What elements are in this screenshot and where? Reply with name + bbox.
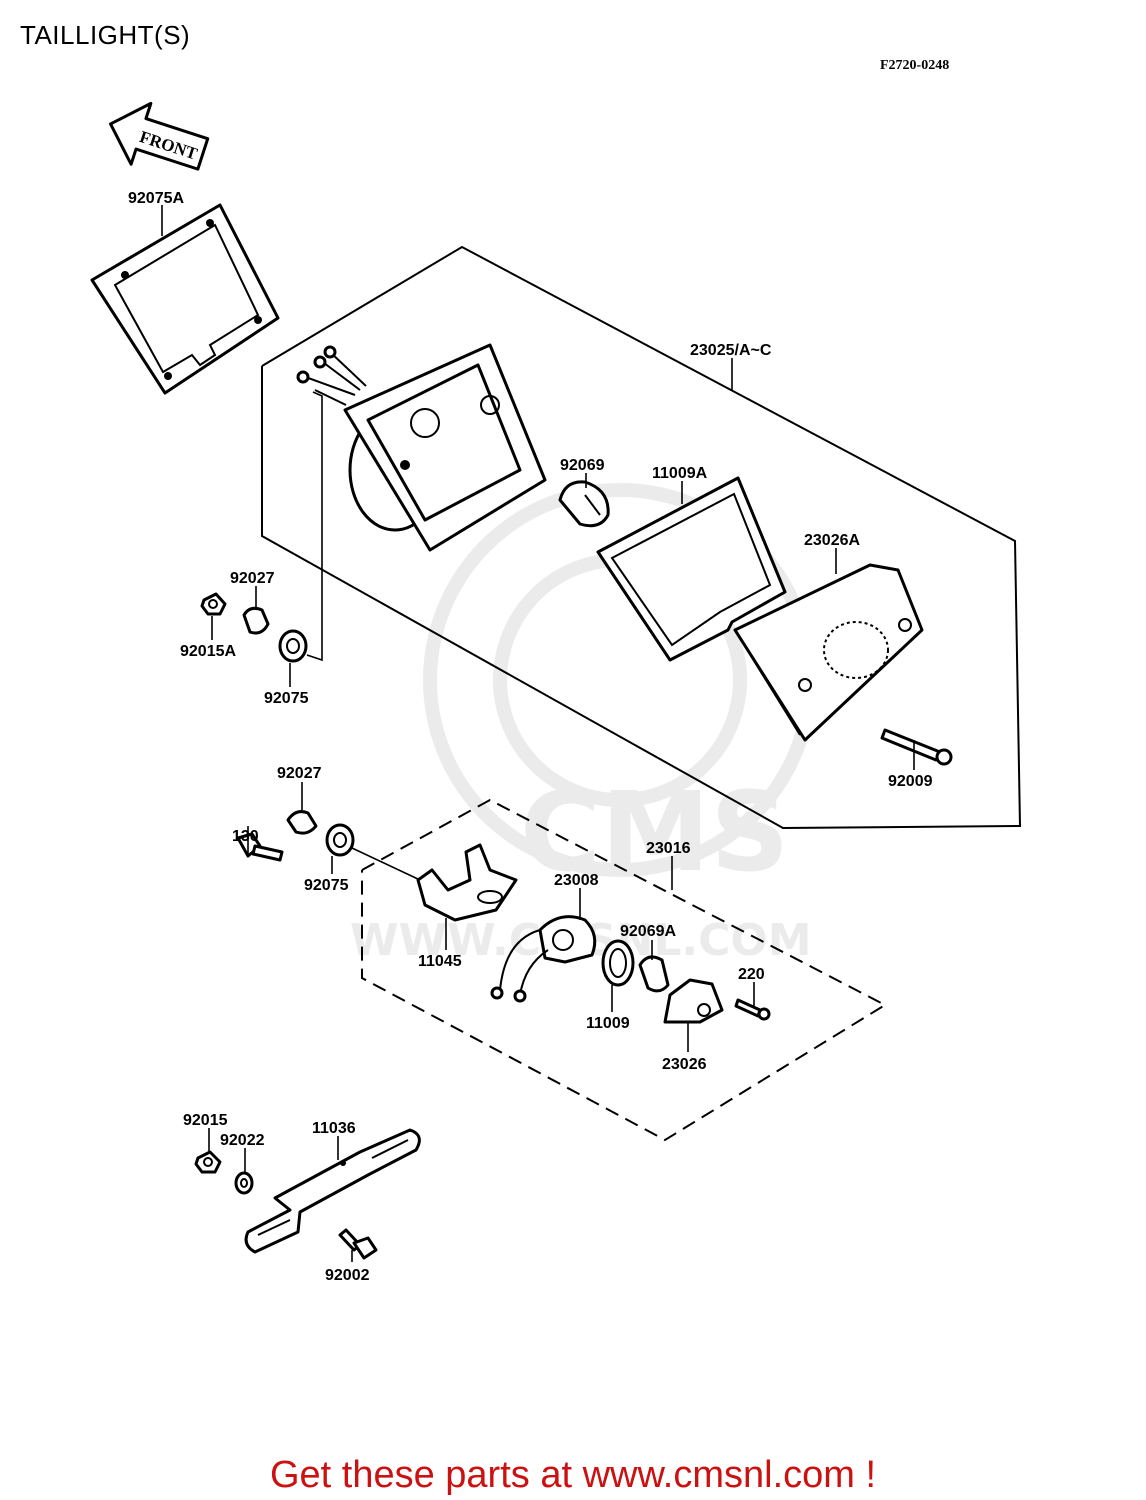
label-23016: 23016 [646,840,691,857]
figure-code: F2720-0248 [880,58,950,73]
assembly-box-23025 [261,245,1022,830]
part-23026-lens [663,978,724,1024]
part-11036-plate-bracket [244,1128,421,1254]
label-92002: 92002 [325,1267,370,1284]
label-23026a: 23026A [804,532,860,549]
label-23026: 23026 [662,1056,707,1073]
part-number-labels: 92075A 23025/A~C 92069 11009A 23026A 920… [128,190,933,1284]
label-92015a: 92015A [180,643,236,660]
part-92069a-bulb [638,955,670,993]
label-92027-mid: 92027 [277,765,322,782]
part-92015a-nut [200,592,227,616]
label-23025: 23025/A~C [690,342,772,359]
label-92022: 92022 [220,1132,265,1149]
part-92075a-gasket [90,203,280,395]
label-11009a: 11009A [652,465,708,482]
part-92075-grommet-top [278,629,308,663]
part-220-screw [734,998,771,1021]
part-92002-bolt [338,1228,378,1260]
label-92009: 92009 [888,773,933,790]
label-92069a: 92069A [620,923,676,940]
label-92027-top: 92027 [230,570,275,587]
part-92027-collar-top [242,606,270,635]
part-92027-collar-mid [286,810,318,835]
leader-lines [161,205,915,1262]
label-92069: 92069 [560,457,605,474]
part-130-bolt [236,832,284,862]
label-11009: 11009 [586,1015,630,1032]
part-92009-screw [880,728,953,766]
part-23026a-lens [733,563,924,742]
label-92075-top: 92075 [264,690,309,707]
footer-promo-link[interactable]: Get these parts at www.cmsnl.com ! [269,1454,877,1496]
part-11045-bracket [416,843,518,922]
page-title: TAILLIGHT(S) [20,20,191,50]
label-23008: 23008 [554,872,599,889]
label-11036: 11036 [312,1120,356,1137]
label-220: 220 [738,966,765,983]
part-92075-grommet-mid [325,823,355,857]
label-92015: 92015 [183,1112,228,1129]
part-92022-washer [234,1171,254,1195]
part-23025-taillight-housing [296,343,547,552]
front-arrow: FRONT [109,101,210,171]
assembly-box-23016 [361,798,888,1142]
watermark-logo-text: CMS [520,768,789,896]
part-11009-ring [601,939,635,987]
label-92075-mid: 92075 [304,877,349,894]
label-92075a: 92075A [128,190,184,207]
part-11009a-gasket [596,476,787,662]
part-92015-nut [194,1150,222,1174]
part-92069-bulb [558,480,610,528]
label-130: 130 [232,828,259,845]
part-23008-socket [490,915,597,1003]
label-11045: 11045 [418,953,462,970]
